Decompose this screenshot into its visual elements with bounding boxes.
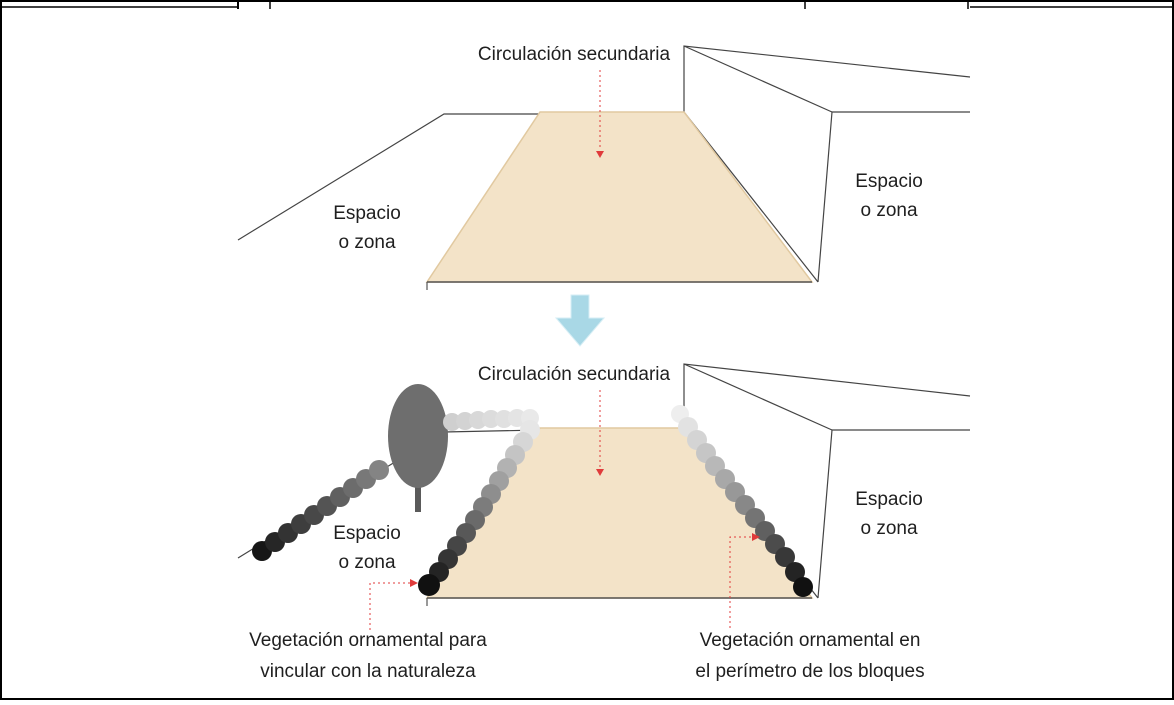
top-panel: Circulación secundaria Espacio o zona Es… <box>237 44 971 290</box>
top-title: Circulación secundaria <box>478 44 671 65</box>
tree-icon <box>388 384 448 512</box>
bottom-left-zone-line2: o zona <box>338 552 395 573</box>
top-left-zone-line2: o zona <box>338 232 395 253</box>
top-title-pointer-head <box>596 151 604 158</box>
right-caption-line2: el perímetro de los bloques <box>695 661 924 682</box>
bottom-panel: Circulación secundaria Espacio o zona Es… <box>237 363 971 682</box>
top-left-zone-outline <box>237 113 540 241</box>
bottom-right-zone-line2: o zona <box>860 518 917 539</box>
shrub-row-top-left <box>443 409 539 431</box>
shrub-row-diagonal-left <box>252 460 389 561</box>
transition-down-arrow <box>554 294 606 347</box>
top-right-zone-line1: Espacio <box>855 171 923 192</box>
top-right-zone-line2: o zona <box>860 200 917 221</box>
top-left-zone-line1: Espacio <box>333 203 401 224</box>
top-path-surface <box>425 111 814 283</box>
bottom-left-zone-line1: Espacio <box>333 523 401 544</box>
left-caption-line2: vincular con la naturaleza <box>260 661 476 682</box>
right-caption-leader <box>729 536 752 628</box>
shrub-row-path-left <box>418 420 540 596</box>
bottom-right-zone-line1: Espacio <box>855 489 923 510</box>
right-caption-leader-head <box>752 533 760 541</box>
shrub-row-path-right <box>671 405 813 597</box>
right-caption-line1: Vegetación ornamental en <box>700 630 921 651</box>
left-caption-line1: Vegetación ornamental para <box>249 630 487 651</box>
left-caption-leader <box>369 582 410 630</box>
left-caption-leader-head <box>410 579 418 587</box>
top-right-block <box>683 45 971 283</box>
bottom-title: Circulación secundaria <box>478 364 671 385</box>
bottom-title-pointer-head <box>596 469 604 476</box>
